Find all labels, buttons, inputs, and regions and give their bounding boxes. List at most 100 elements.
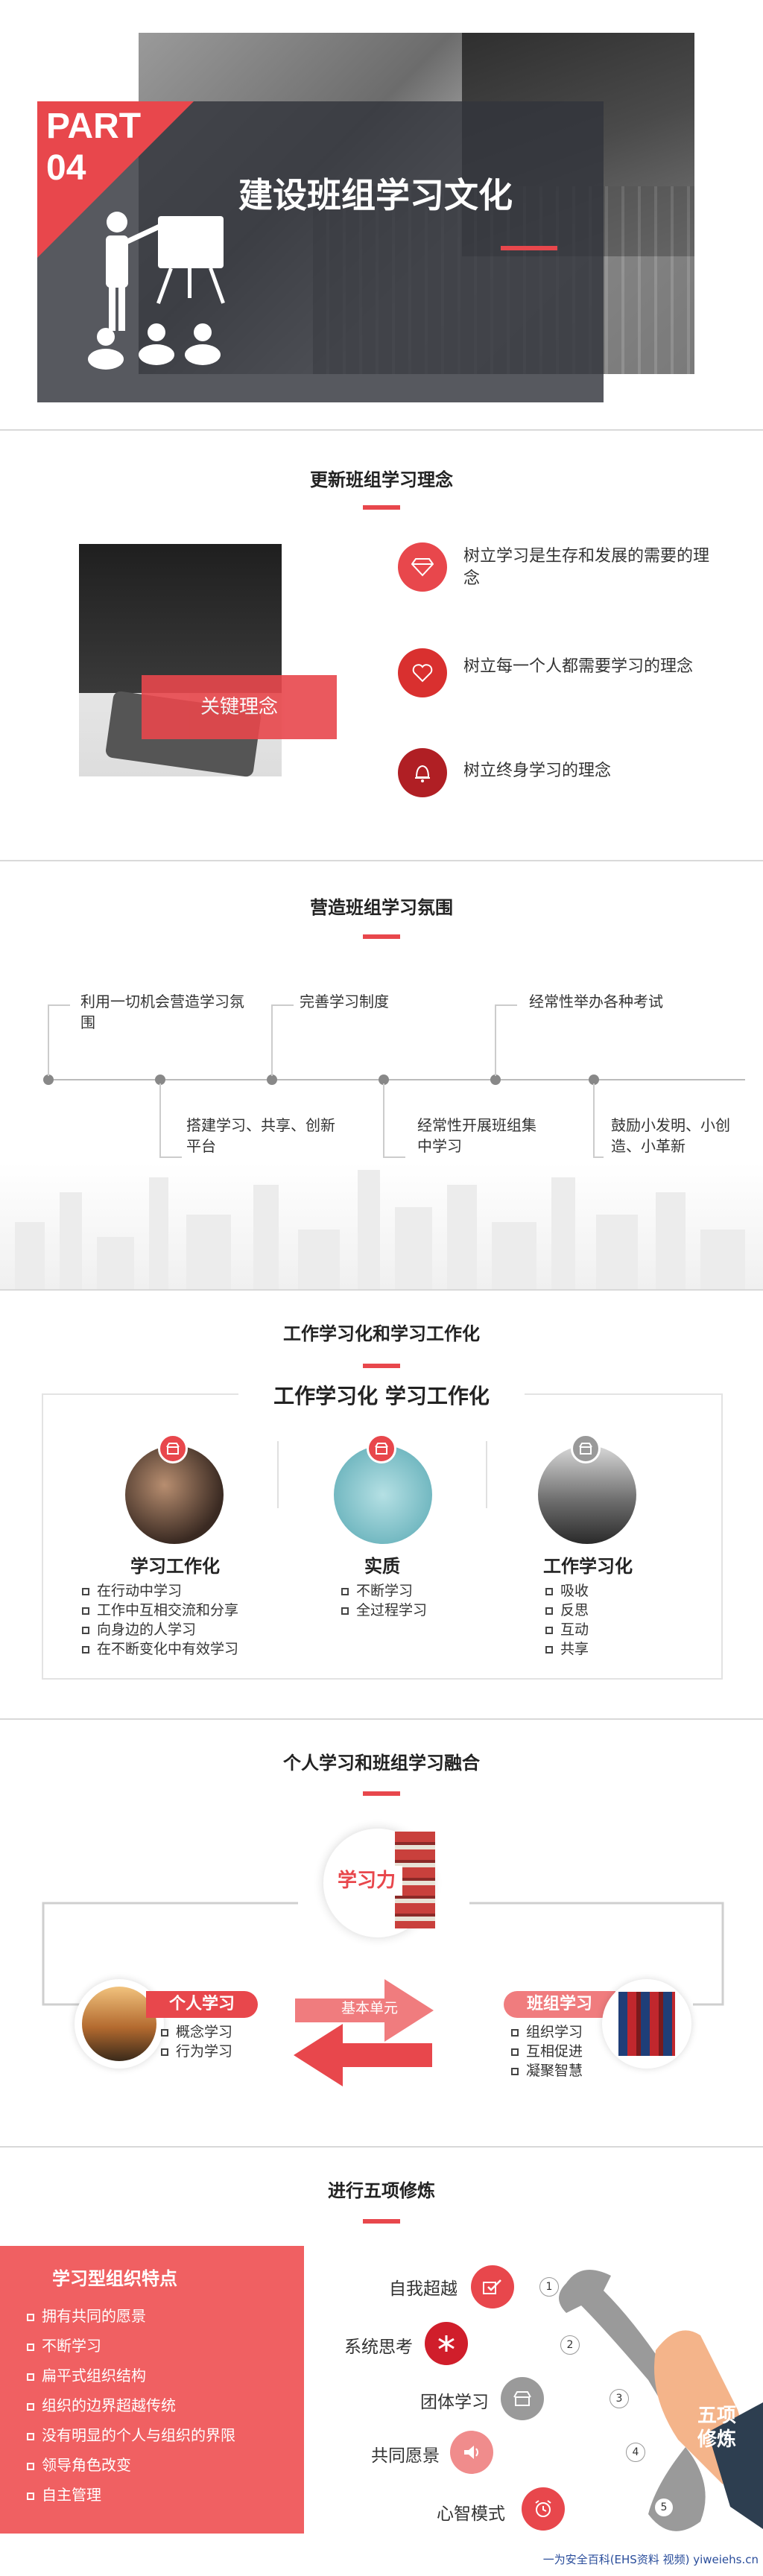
discipline-label-2: 系统思考 <box>344 2338 413 2357</box>
store-icon <box>158 1434 188 1463</box>
books-photo-frame <box>602 1979 691 2069</box>
books-image <box>618 1992 675 2056</box>
slide-title: 工作学习化和学习工作化 <box>283 1323 480 1344</box>
column-separator <box>486 1441 487 1508</box>
double-arrow-graphic <box>294 1979 434 2086</box>
discipline-label-3: 团体学习 <box>420 2393 489 2412</box>
footer-watermark: 一为安全百科(EHS资料 视频) yiweiehs.cn <box>542 2553 759 2566</box>
slide-title: 个人学习和班组学习融合 <box>283 1753 480 1773</box>
list-item: 工作中互相交流和分享 <box>82 1601 238 1620</box>
connector <box>383 1083 384 1158</box>
slide-individual-team-learning: 个人学习和班组学习融合 学习力 个人学习 概念学习 行为学习 基本单元 提升效果… <box>0 1721 763 2148</box>
discipline-label-4: 共同愿景 <box>371 2446 440 2466</box>
title-underline <box>363 1791 400 1796</box>
discipline-number-5: 5 <box>654 2498 674 2517</box>
list-item: 反思 <box>545 1601 589 1620</box>
connector <box>159 1156 182 1158</box>
title-underline <box>363 934 400 939</box>
timeline-item-bottom-2: 经常性开展班组集中学习 <box>417 1116 536 1155</box>
connector <box>495 1004 496 1076</box>
key-concept-label: 关键理念 <box>142 675 337 739</box>
slide-update-concept: 更新班组学习理念 关键理念 树立学习是生存和发展的需要的理念 树立每一个人都需要… <box>0 432 763 861</box>
connector <box>271 1004 294 1006</box>
list-item: 全过程学习 <box>341 1601 427 1620</box>
timeline-item-top-3: 经常性举办各种考试 <box>529 993 663 1010</box>
list-item: 拥有共同的愿景 <box>27 2306 235 2326</box>
individual-label: 个人学习 <box>146 1991 258 2018</box>
concept-item-3: 树立终身学习的理念 <box>463 762 612 780</box>
suit-image <box>79 544 282 693</box>
timeline-item-top-1: 利用一切机会营造学习氛围 <box>80 993 244 1031</box>
list-item: 不断学习 <box>341 1581 427 1601</box>
list-item: 行为学习 <box>161 2042 232 2061</box>
column-heading-1: 学习工作化 <box>130 1556 220 1577</box>
slide-learning-atmosphere: 营造班组学习氛围 利用一切机会营造学习氛围 完善学习制度 经常性举办各种考试 搭… <box>0 863 763 1291</box>
store-icon <box>367 1434 396 1463</box>
diamond-icon <box>398 542 447 592</box>
slide-title: 进行五项修炼 <box>328 2180 435 2201</box>
city-skyline-background <box>0 1162 763 1289</box>
list-item: 吸收 <box>545 1581 589 1601</box>
column-heading-3: 工作学习化 <box>543 1556 633 1577</box>
column-3-list: 吸收 反思 互动 共享 <box>545 1581 589 1659</box>
timeline-dot-5 <box>490 1075 501 1085</box>
check-icon <box>471 2265 514 2308</box>
five-disciplines-badge: 五项 修炼 <box>687 2404 747 2452</box>
title-underline <box>363 2219 400 2224</box>
discipline-number-2: 2 <box>560 2335 580 2355</box>
list-item: 在不断变化中有效学习 <box>82 1639 238 1659</box>
list-item: 组织学习 <box>511 2022 583 2042</box>
list-item: 概念学习 <box>161 2022 232 2042</box>
discipline-label-1: 自我超越 <box>389 2279 458 2299</box>
timeline-dot-3 <box>267 1075 277 1085</box>
slide-title: 营造班组学习氛围 <box>310 897 453 918</box>
discipline-number-3: 3 <box>610 2389 629 2408</box>
store-icon <box>571 1434 601 1463</box>
slide-part04-cover: PART 04 建设班组学习文化 <box>0 0 763 431</box>
businessman-phone-photo <box>79 544 282 778</box>
features-panel <box>0 2246 304 2534</box>
concept-item-2: 树立每一个人都需要学习的理念 <box>463 657 694 676</box>
list-item: 没有明显的个人与组织的界限 <box>27 2425 235 2446</box>
part-number: 04 <box>46 148 86 188</box>
arrow-label-bottom: 提升效果 <box>349 2067 407 2083</box>
connector <box>48 1004 70 1006</box>
connector <box>383 1156 405 1158</box>
features-list: 拥有共同的愿景 不断学习 扁平式组织结构 组织的边界超越传统 没有明显的个人与组… <box>27 2306 235 2505</box>
list-item: 组织的边界超越传统 <box>27 2395 235 2416</box>
bell-icon <box>398 748 447 797</box>
list-item: 自主管理 <box>27 2484 235 2505</box>
list-item: 共享 <box>545 1639 589 1659</box>
connector <box>495 1004 517 1006</box>
part-label: PART <box>46 107 142 146</box>
list-item: 互动 <box>545 1620 589 1639</box>
badge-line-1: 五项 <box>697 2405 736 2427</box>
title-underline <box>501 246 557 250</box>
timeline-axis <box>45 1079 745 1080</box>
timeline-item-top-2: 完善学习制度 <box>300 993 389 1010</box>
arrow-label-top: 基本单元 <box>341 2000 398 2016</box>
slide-work-learning: 工作学习化和学习工作化 工作学习化 学习工作化 学习工作化 在行动中学习 工作中… <box>0 1292 763 1720</box>
connector-frame <box>42 1902 724 2006</box>
discipline-number-1: 1 <box>539 2277 559 2297</box>
connector <box>159 1083 161 1158</box>
features-panel-title: 学习型组织特点 <box>52 2268 177 2289</box>
box-title: 工作学习化 学习工作化 <box>238 1380 525 1413</box>
clock-icon <box>522 2487 565 2531</box>
title-underline <box>363 505 400 510</box>
store-icon <box>501 2377 544 2420</box>
timeline-dot-2 <box>155 1075 165 1085</box>
section-title: 建设班组学习文化 <box>238 176 513 215</box>
list-item: 领导角色改变 <box>27 2455 235 2475</box>
list-item: 向身边的人学习 <box>82 1620 238 1639</box>
slide-five-disciplines: 进行五项修炼 学习型组织特点 拥有共同的愿景 不断学习 扁平式组织结构 组织的边… <box>0 2149 763 2576</box>
discipline-label-5: 心智模式 <box>437 2504 505 2524</box>
connector <box>593 1083 595 1158</box>
asterisk-icon <box>425 2322 468 2365</box>
speaker-icon <box>450 2431 493 2474</box>
column-2-list: 不断学习 全过程学习 <box>341 1581 427 1620</box>
list-item: 凝聚智慧 <box>511 2061 583 2080</box>
connector <box>48 1004 49 1076</box>
heart-icon <box>398 648 447 697</box>
team-label: 班组学习 <box>504 1991 615 2018</box>
